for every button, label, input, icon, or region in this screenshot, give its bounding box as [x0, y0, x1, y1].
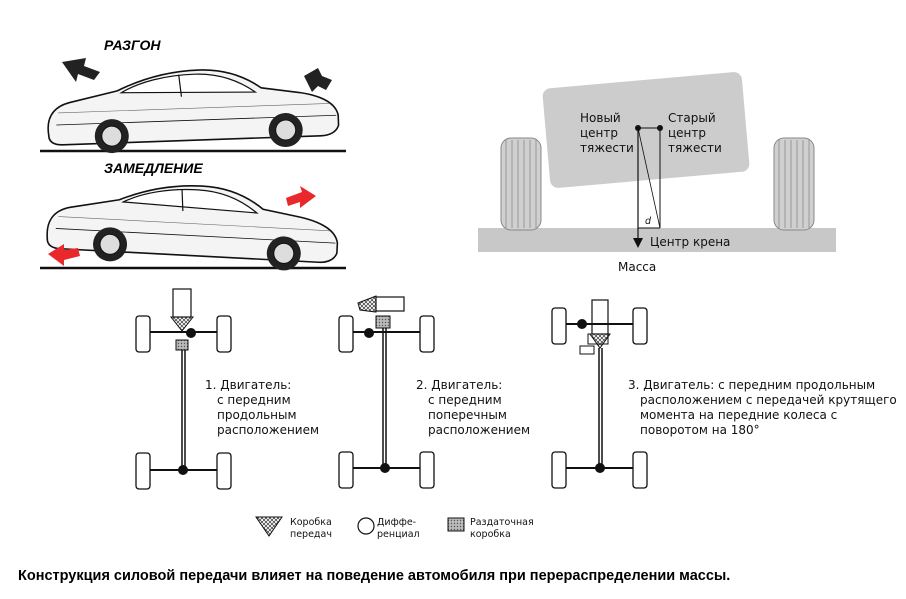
old-center-label: Старый центр тяжести — [668, 111, 722, 155]
arrow-rear-red-icon — [48, 244, 80, 266]
wheel-icon — [135, 315, 151, 353]
car-acceleration: РАЗГОН — [40, 37, 346, 157]
legend-gearbox-label: Коробка передач — [290, 517, 332, 540]
layout-1-description: 1. Двигатель: с передним продольным расп… — [205, 378, 319, 437]
svg-text:с передним: с передним — [428, 393, 502, 407]
figure-caption: Конструкция силовой передачи влияет на п… — [18, 568, 730, 584]
svg-text:момента на передние колеса с: момента на передние колеса с — [640, 408, 837, 422]
car-body — [45, 64, 341, 157]
svg-text:1. Двигатель:: 1. Двигатель: — [205, 378, 291, 392]
svg-text:тяжести: тяжести — [580, 141, 634, 155]
drivetrain-layout-1: 1. Двигатель: с передним продольным расп… — [135, 288, 319, 490]
svg-text:2. Двигатель:: 2. Двигатель: — [416, 378, 502, 392]
arrow-rear-icon — [62, 58, 100, 82]
engine-block — [375, 296, 405, 312]
differential-icon — [380, 463, 390, 473]
old-center-dot — [657, 125, 663, 131]
svg-text:Коробка: Коробка — [290, 517, 332, 528]
drivetrain-layout-2: 2. Двигатель: с передним поперечным расп… — [338, 295, 530, 489]
mass-arrow-icon — [633, 238, 643, 248]
differential-icon — [595, 463, 605, 473]
svg-text:передач: передач — [290, 529, 332, 540]
engine-block — [591, 299, 609, 335]
wheel-icon — [419, 451, 435, 489]
mass-label: Масса — [618, 260, 656, 274]
svg-text:с передним: с передним — [217, 393, 291, 407]
diagonal-line — [637, 127, 661, 229]
legend-differential-label: Диффе- ренциал — [377, 517, 420, 540]
transfer-case-icon — [375, 315, 391, 329]
wheel-icon — [632, 307, 648, 345]
wheel-icon — [338, 451, 354, 489]
layout-2-description: 2. Двигатель: с передним поперечным расп… — [416, 378, 530, 437]
layout-3-description: 3. Двигатель: с передним продольным расп… — [628, 378, 897, 437]
svg-text:центр: центр — [668, 126, 706, 140]
svg-text:3. Двигатель: с передним продо: 3. Двигатель: с передним продольным — [628, 378, 875, 392]
wheel-icon — [419, 315, 435, 353]
acceleration-label: РАЗГОН — [104, 37, 161, 53]
gearbox-icon — [589, 333, 611, 349]
svg-text:расположением: расположением — [217, 423, 319, 437]
wheel-icon — [135, 452, 151, 490]
wheel-icon — [551, 307, 567, 345]
differential-icon — [364, 328, 374, 338]
transfer-case-icon — [579, 345, 595, 355]
wheel-icon — [216, 315, 232, 353]
legend: Коробка передач Диффе- ренциал Раздаточн… — [255, 516, 534, 540]
svg-text:ренциал: ренциал — [377, 529, 420, 540]
car-deceleration: ЗАМЕДЛЕНИЕ — [40, 160, 346, 274]
gearbox-icon — [357, 295, 377, 313]
svg-text:Новый: Новый — [580, 111, 621, 125]
car-body — [45, 177, 341, 274]
wheel-icon — [551, 451, 567, 489]
wheel-icon — [338, 315, 354, 353]
deceleration-label: ЗАМЕДЛЕНИЕ — [104, 160, 203, 176]
transfer-case-icon — [175, 339, 189, 351]
svg-text:центр: центр — [580, 126, 618, 140]
differential-icon — [178, 465, 188, 475]
drivetrain-layout-3: 3. Двигатель: с передним продольным расп… — [551, 299, 897, 489]
roll-diagram: d Новый центр тяжести Старый центр тяжес… — [478, 72, 836, 274]
wheel-right-icon — [773, 137, 815, 231]
new-center-dot — [635, 125, 641, 131]
wheel-icon — [216, 452, 232, 490]
legend-differential-icon — [357, 517, 375, 535]
roll-center-label: Центр крена — [650, 235, 730, 249]
differential-icon — [186, 328, 196, 338]
svg-text:поперечным: поперечным — [428, 408, 507, 422]
svg-text:коробка: коробка — [470, 529, 511, 540]
svg-text:расположением: расположением — [428, 423, 530, 437]
svg-text:Старый: Старый — [668, 111, 716, 125]
svg-text:Раздаточная: Раздаточная — [470, 517, 534, 528]
svg-text:продольным: продольным — [217, 408, 297, 422]
ground-band — [478, 228, 836, 252]
svg-text:поворотом на 180°: поворотом на 180° — [640, 423, 760, 437]
svg-text:Диффе-: Диффе- — [377, 517, 416, 528]
wheel-icon — [632, 451, 648, 489]
engine-block — [172, 288, 192, 318]
legend-transfer-case-label: Раздаточная коробка — [470, 517, 534, 540]
new-center-label: Новый центр тяжести — [580, 111, 634, 155]
vehicle-body-tilted — [542, 72, 750, 188]
gearbox-icon — [169, 316, 195, 332]
legend-transfer-case-icon — [447, 517, 465, 532]
svg-text:тяжести: тяжести — [668, 141, 722, 155]
arrow-front-red-icon — [286, 186, 316, 208]
legend-gearbox-icon — [255, 516, 283, 537]
wheel-left-icon — [500, 137, 542, 231]
d-label: d — [645, 216, 652, 227]
arrow-front-icon — [304, 68, 332, 92]
differential-icon — [577, 319, 587, 329]
svg-text:расположением с передачей крут: расположением с передачей крутящего — [640, 393, 897, 407]
